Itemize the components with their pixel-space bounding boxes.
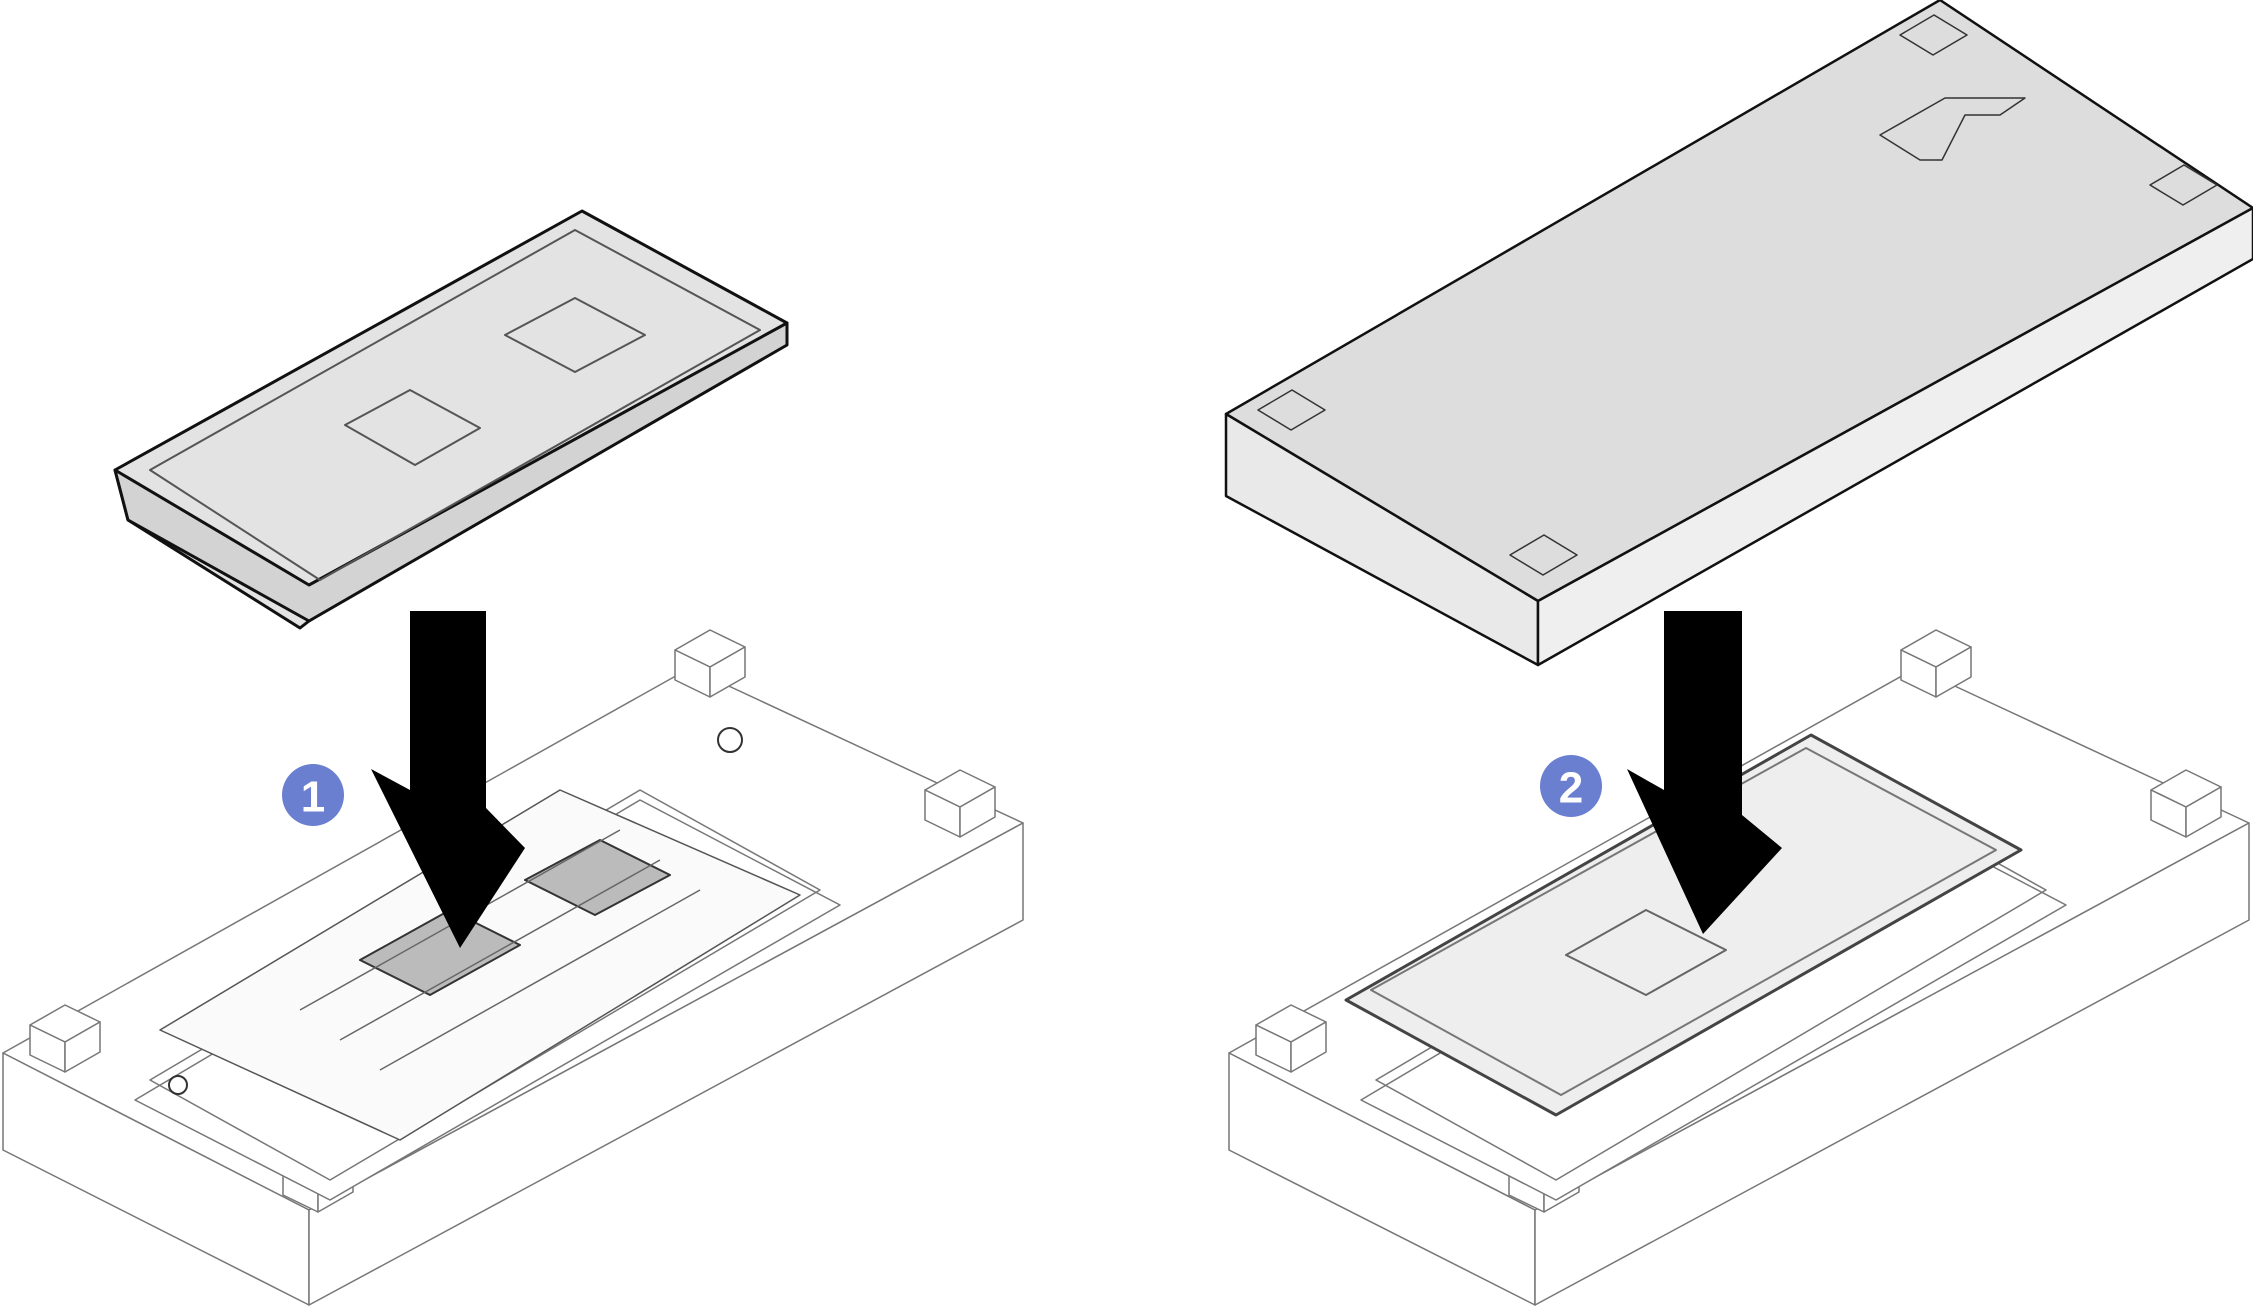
step-1-assembly: 1	[2, 209, 1024, 1306]
step-1-badge: 1	[282, 764, 344, 826]
down-arrow-1	[371, 611, 525, 948]
down-arrow-2	[1627, 611, 1782, 934]
server-board	[159, 727, 801, 1141]
cold-plate-cover-tray	[113, 209, 789, 630]
step-1-number: 1	[301, 773, 325, 822]
step-2-assembly: 2	[1224, 0, 2253, 1306]
step-2-number: 2	[1559, 764, 1583, 813]
step-2-badge: 2	[1540, 755, 1602, 817]
foam-block	[1224, 0, 2253, 667]
